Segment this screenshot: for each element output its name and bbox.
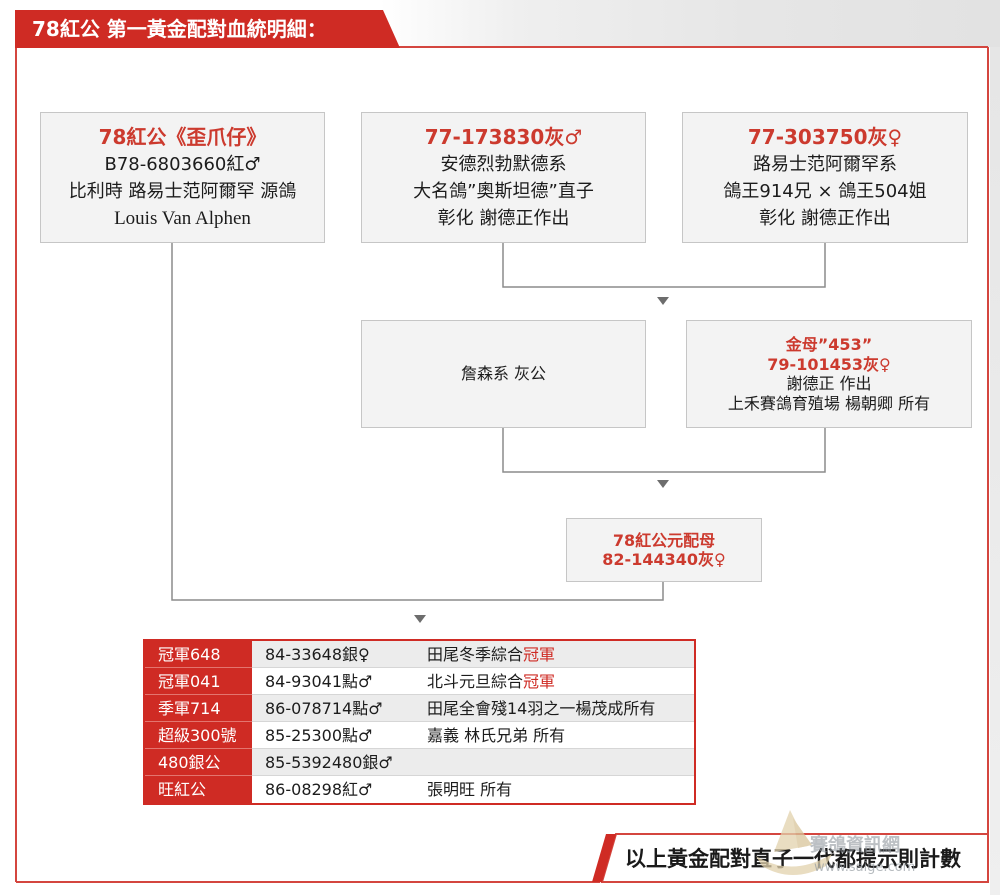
cock-origin: Louis Van Alphen xyxy=(114,207,251,229)
table-row: 冠軍648 84-33648銀♀ 田尾冬季綜合冠軍 xyxy=(145,641,694,668)
offspring-ring: 84-33648銀♀ xyxy=(252,641,420,668)
granddam-name: 金母”453” xyxy=(785,335,873,354)
great-grandsire-lineage: 安德烈勃默德系 xyxy=(440,153,567,175)
great-grandsire-note: 大名鴿”奧斯坦德”直子 xyxy=(413,180,594,202)
hen-name: 78紅公元配母 xyxy=(612,530,716,550)
footer-slash-accent xyxy=(592,834,616,882)
great-granddam-breeder: 彰化 謝德正作出 xyxy=(759,207,891,229)
arrow-down-icon xyxy=(414,615,426,623)
offspring-note: 田尾全會殘14羽之一楊茂成所有 xyxy=(420,695,694,722)
offspring-note-text: 北斗元旦綜合 xyxy=(427,672,524,691)
offspring-table: 冠軍648 84-33648銀♀ 田尾冬季綜合冠軍 冠軍041 84-93041… xyxy=(143,639,696,805)
header-texture xyxy=(380,0,1000,47)
offspring-title: 旺紅公 xyxy=(145,776,252,803)
connector-line xyxy=(502,243,826,288)
offspring-note: 張明旺 所有 xyxy=(427,780,513,799)
cock-name: 78紅公《歪爪仔》 xyxy=(98,124,267,149)
offspring-note-text: 田尾冬季綜合 xyxy=(427,645,524,664)
hen-card: 78紅公元配母 82-144340灰♀ xyxy=(566,518,762,582)
great-grandsire-card: 77-173830灰♂ 安德烈勃默德系 大名鴿”奧斯坦德”直子 彰化 謝德正作出 xyxy=(361,112,646,243)
page-title: 78紅公 第一黃金配對血統明細： xyxy=(15,10,400,48)
granddam-card: 金母”453” 79-101453灰♀ 謝德正 作出 上禾賽鴿育殖場 楊朝卿 所… xyxy=(686,320,972,428)
granddam-ring: 79-101453灰♀ xyxy=(767,354,891,374)
table-row: 超級300號 85-25300點♂ 嘉義 林氏兄弟 所有 xyxy=(145,722,694,749)
arrow-down-icon xyxy=(657,480,669,488)
great-granddam-card: 77-303750灰♀ 路易士范阿爾罕系 鴿王914兄 × 鴿王504姐 彰化 … xyxy=(682,112,968,243)
grandsire-label: 詹森系 灰公 xyxy=(460,364,547,384)
offspring-note-highlight: 冠軍 xyxy=(523,645,556,664)
cock-ring: B78-6803660紅♂ xyxy=(104,153,261,175)
offspring-ring: 85-25300點♂ xyxy=(252,722,420,749)
table-row: 480銀公 85-5392480銀♂ xyxy=(145,749,694,776)
hen-ring: 82-144340灰♀ xyxy=(602,550,726,569)
great-grandsire-ring: 77-173830灰♂ xyxy=(424,124,583,149)
footer-note: 以上黃金配對直子一代都提示則計數 xyxy=(625,847,961,871)
connector-line xyxy=(171,243,664,601)
offspring-title: 季軍714 xyxy=(145,695,252,722)
offspring-note: 北斗元旦綜合冠軍 xyxy=(420,668,694,695)
offspring-title: 冠軍648 xyxy=(145,641,252,668)
cock-lineage: 比利時 路易士范阿爾罕 源鴿 xyxy=(68,180,297,202)
offspring-ring: 84-93041點♂ xyxy=(252,668,420,695)
offspring-note: 田尾冬季綜合冠軍 xyxy=(420,641,694,668)
right-margin-texture xyxy=(990,47,1000,895)
great-granddam-ring: 77-303750灰♀ xyxy=(747,124,903,149)
cock-card: 78紅公《歪爪仔》 B78-6803660紅♂ 比利時 路易士范阿爾罕 源鴿 L… xyxy=(40,112,325,243)
granddam-owner: 上禾賽鴿育殖場 楊朝卿 所有 xyxy=(727,393,931,413)
great-granddam-note: 鴿王914兄 × 鴿王504姐 xyxy=(723,180,927,202)
table-row: 季軍714 86-078714點♂ 田尾全會殘14羽之一楊茂成所有 xyxy=(145,695,694,722)
table-row: 旺紅公 86-08298紅♂ 張明旺 所有 xyxy=(145,776,694,803)
offspring-ring: 85-5392480銀♂ xyxy=(252,749,420,776)
great-granddam-lineage: 路易士范阿爾罕系 xyxy=(753,153,897,175)
offspring-note: 嘉義 林氏兄弟 所有 xyxy=(420,722,694,749)
offspring-ring: 86-08298紅♂ xyxy=(265,780,373,799)
offspring-title: 超級300號 xyxy=(145,722,252,749)
connector-line xyxy=(502,428,826,473)
offspring-note-highlight: 冠軍 xyxy=(523,672,556,691)
offspring-note xyxy=(420,749,694,776)
offspring-title: 480銀公 xyxy=(145,749,252,776)
table-row: 冠軍041 84-93041點♂ 北斗元旦綜合冠軍 xyxy=(145,668,694,695)
grandsire-card: 詹森系 灰公 xyxy=(361,320,646,428)
arrow-down-icon xyxy=(657,297,669,305)
great-grandsire-breeder: 彰化 謝德正作出 xyxy=(437,207,570,229)
granddam-breeder: 謝德正 作出 xyxy=(786,374,872,393)
offspring-ring: 86-078714點♂ xyxy=(252,695,420,722)
offspring-title: 冠軍041 xyxy=(145,668,252,695)
